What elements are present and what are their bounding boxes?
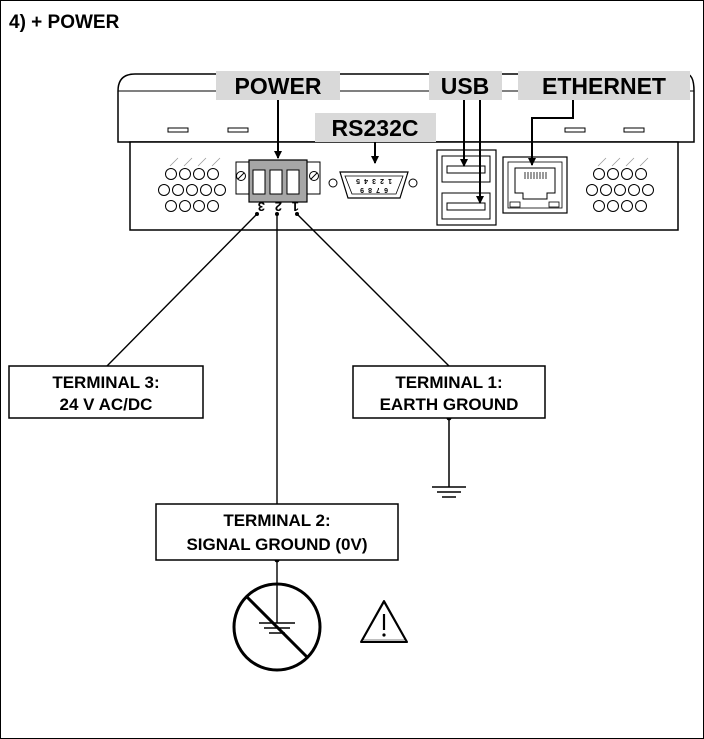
warning-triangle-icon xyxy=(360,600,408,643)
serial-pin-4: 4 xyxy=(364,177,368,184)
no-ground-prohibition-icon xyxy=(232,560,322,672)
terminal-3-desc: 24 V AC/DC xyxy=(60,395,153,414)
label-usb-text: USB xyxy=(441,73,490,99)
serial-pin-1: 1 xyxy=(388,177,392,184)
terminal-1-title: TERMINAL 1: xyxy=(395,373,502,392)
usb-ports xyxy=(436,149,497,226)
terminal-1-desc: EARTH GROUND xyxy=(380,395,519,414)
terminal-wires xyxy=(106,213,450,504)
serial-pin-3: 3 xyxy=(372,177,376,184)
rs232-connector: 5 4 3 2 1 9 8 7 6 xyxy=(328,171,418,199)
vent-slots xyxy=(167,127,645,133)
terminal-3-box: TERMINAL 3: 24 V AC/DC xyxy=(8,365,204,419)
earth-ground-symbol xyxy=(432,418,466,498)
label-ethernet-text: ETHERNET xyxy=(542,73,666,99)
label-usb: USB xyxy=(429,71,502,100)
ethernet-port xyxy=(502,156,568,214)
serial-pin-2: 2 xyxy=(380,177,384,184)
label-power: POWER xyxy=(216,71,340,100)
ethernet-arrow xyxy=(528,100,574,166)
terminal-2-box: TERMINAL 2: SIGNAL GROUND (0V) xyxy=(155,503,399,561)
terminal-number-2: 2 xyxy=(275,199,282,214)
label-power-text: POWER xyxy=(235,73,322,99)
serial-pin-5: 5 xyxy=(356,177,360,184)
label-rs232c: RS232C xyxy=(315,113,436,142)
terminal-number-1: 1 xyxy=(292,199,299,214)
terminal-2-title: TERMINAL 2: xyxy=(223,511,330,530)
label-rs232c-text: RS232C xyxy=(332,115,419,141)
vent-holes-right xyxy=(586,168,654,212)
terminal-2-desc: SIGNAL GROUND (0V) xyxy=(186,535,367,554)
terminal-number-3: 3 xyxy=(258,199,265,214)
vent-holes-left xyxy=(158,168,226,212)
power-terminal-block xyxy=(235,159,321,203)
page-heading: 4) + POWER xyxy=(9,12,120,33)
terminal-3-title: TERMINAL 3: xyxy=(52,373,159,392)
serial-pin-6: 6 xyxy=(384,186,388,193)
serial-pin-7: 7 xyxy=(376,186,380,193)
terminal-1-box: TERMINAL 1: EARTH GROUND xyxy=(352,365,546,419)
serial-pin-9: 9 xyxy=(360,186,364,193)
label-ethernet: ETHERNET xyxy=(518,71,690,100)
serial-pin-8: 8 xyxy=(368,186,372,193)
